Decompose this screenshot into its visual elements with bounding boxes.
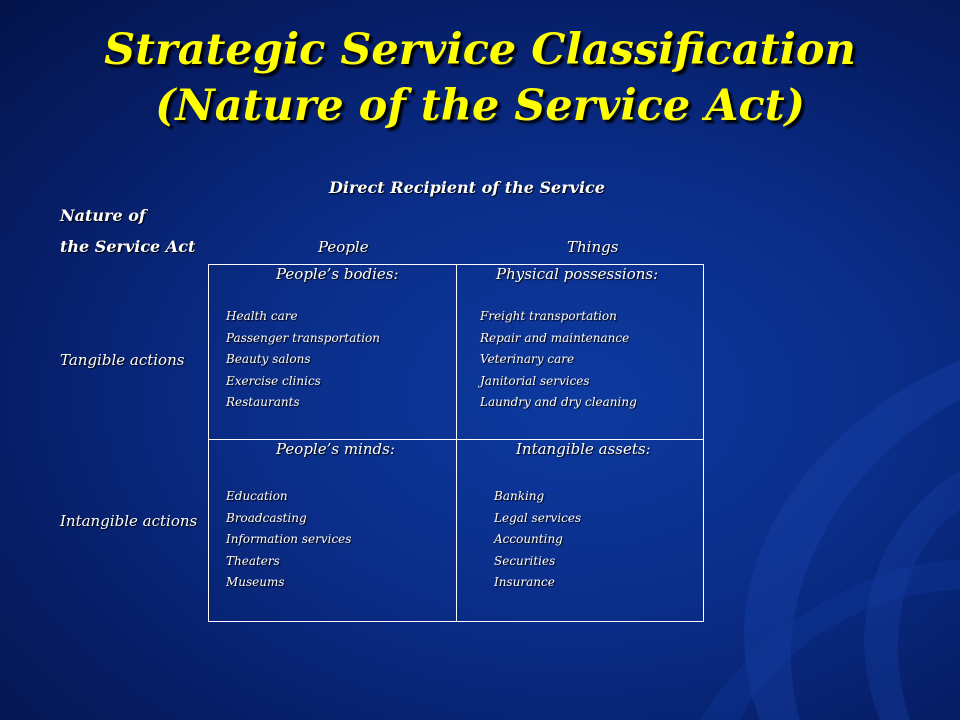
cell-title-physical-possessions: Physical possessions: bbox=[496, 265, 659, 283]
list-item: Banking bbox=[494, 489, 545, 503]
list-item: Information services bbox=[226, 532, 352, 546]
list-item: Restaurants bbox=[226, 395, 300, 409]
list-item: Securities bbox=[494, 553, 556, 568]
list-peoples-minds: Education Broadcasting Information servi… bbox=[226, 486, 351, 594]
title-line-2: (Nature of the Service Act) bbox=[155, 81, 805, 131]
list-item: Insurance bbox=[494, 575, 555, 589]
list-item: Health care bbox=[226, 309, 298, 323]
list-item: Beauty salons bbox=[226, 352, 311, 366]
grid-vertical-divider bbox=[456, 264, 457, 622]
list-intangible-assets: Banking Legal services Accounting Securi… bbox=[494, 486, 581, 594]
list-item: Freight transportation bbox=[480, 309, 617, 323]
list-item: Passenger transportation bbox=[226, 330, 381, 345]
column-header-things: Things bbox=[567, 238, 619, 256]
nature-label-line-1: Nature of bbox=[60, 206, 146, 225]
list-item: Legal services bbox=[494, 510, 582, 525]
list-item: Museums bbox=[226, 575, 285, 589]
list-item: Veterinary care bbox=[480, 352, 575, 366]
recipient-header: Direct Recipient of the Service bbox=[329, 178, 605, 197]
slide-title: Strategic Service Classification (Nature… bbox=[0, 22, 960, 134]
cell-title-intangible-assets: Intangible assets: bbox=[516, 440, 651, 458]
row-label-tangible: Tangible actions bbox=[60, 351, 185, 369]
title-line-1: Strategic Service Classification bbox=[104, 25, 856, 75]
list-item: Repair and maintenance bbox=[480, 330, 630, 345]
column-header-people: People bbox=[318, 238, 369, 256]
list-item: Accounting bbox=[494, 532, 563, 546]
list-item: Broadcasting bbox=[226, 510, 307, 525]
cell-title-peoples-minds: People’s minds: bbox=[276, 440, 395, 458]
list-item: Janitorial services bbox=[480, 373, 590, 388]
list-peoples-bodies: Health care Passenger transportation Bea… bbox=[226, 306, 380, 414]
list-item: Theaters bbox=[226, 553, 280, 568]
list-item: Exercise clinics bbox=[226, 373, 321, 388]
grid-horizontal-divider bbox=[208, 439, 704, 440]
list-physical-possessions: Freight transportation Repair and mainte… bbox=[480, 306, 637, 414]
cell-title-peoples-bodies: People’s bodies: bbox=[276, 265, 399, 283]
nature-label-line-2: the Service Act bbox=[60, 237, 196, 256]
list-item: Education bbox=[226, 489, 288, 503]
row-label-intangible: Intangible actions bbox=[60, 512, 198, 530]
list-item: Laundry and dry cleaning bbox=[480, 395, 637, 409]
